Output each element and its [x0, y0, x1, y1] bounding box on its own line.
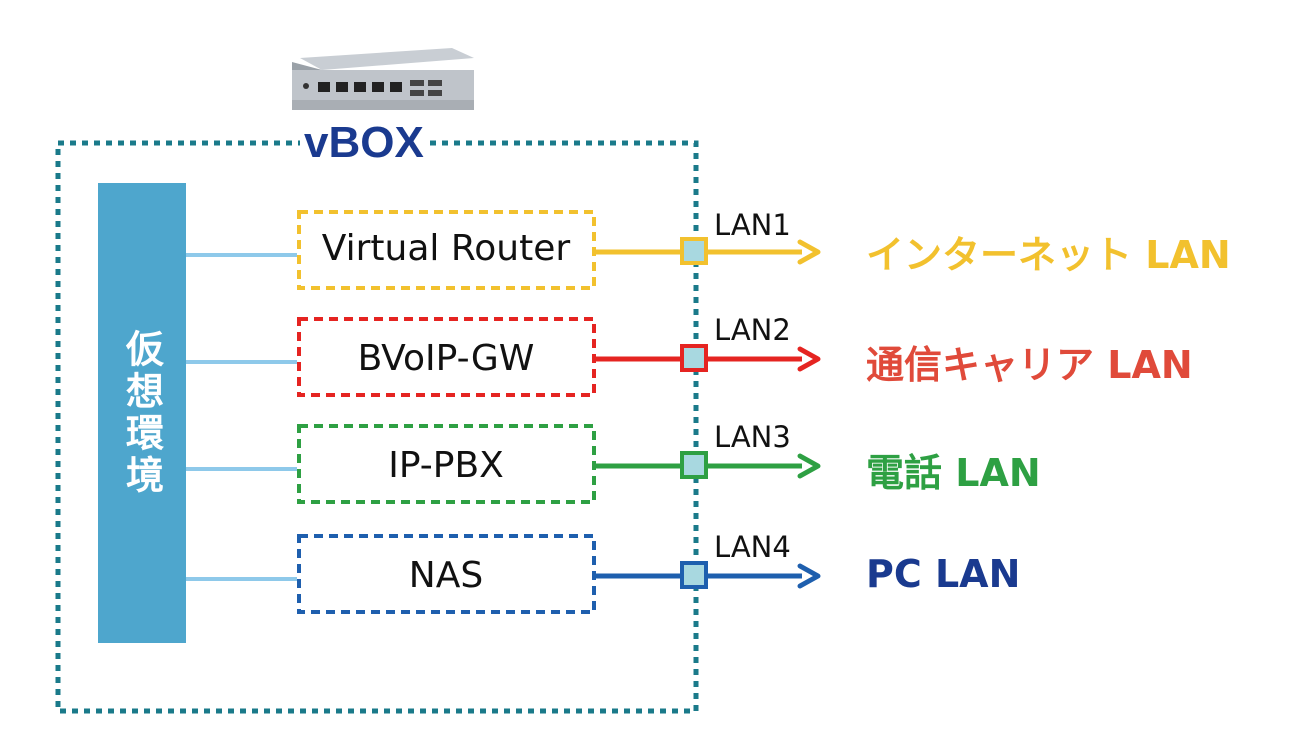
vbox-title: vBOX — [300, 118, 428, 168]
port-ip-pbx — [680, 451, 708, 479]
port-label-lan2: LAN2 — [714, 313, 791, 347]
vm-label-virtual-router: Virtual Router — [321, 228, 571, 269]
destination-pc-lan: PC LAN — [866, 552, 1021, 596]
virtual-environment-bar — [98, 183, 186, 643]
destination-internet-lan: インターネット LAN — [866, 233, 1231, 277]
destination-carrier-lan: 通信キャリア LAN — [866, 343, 1193, 387]
vm-label-bvoip-gw: BVoIP-GW — [357, 338, 535, 379]
port-virtual-router — [680, 237, 708, 265]
destination-phone-lan: 電話 LAN — [866, 451, 1041, 495]
port-bvoip-gw — [680, 344, 708, 372]
virtual-environment-label: 仮想環境 — [119, 329, 164, 497]
port-nas — [680, 561, 708, 589]
arrow-head-nas — [797, 563, 821, 589]
port-label-lan1: LAN1 — [714, 208, 791, 242]
virtual-environment-label-container: 仮想環境 — [98, 183, 186, 643]
arrow-head-ip-pbx — [797, 453, 821, 479]
arrow-head-bvoip-gw — [797, 346, 821, 372]
arrow-head-virtual-router — [797, 239, 821, 265]
port-label-lan3: LAN3 — [714, 420, 791, 454]
server-appliance-icon — [292, 48, 474, 110]
vm-label-ip-pbx: IP-PBX — [388, 445, 504, 486]
vm-label-nas: NAS — [408, 555, 484, 596]
port-label-lan4: LAN4 — [714, 530, 791, 564]
vbox-container — [55, 140, 699, 714]
